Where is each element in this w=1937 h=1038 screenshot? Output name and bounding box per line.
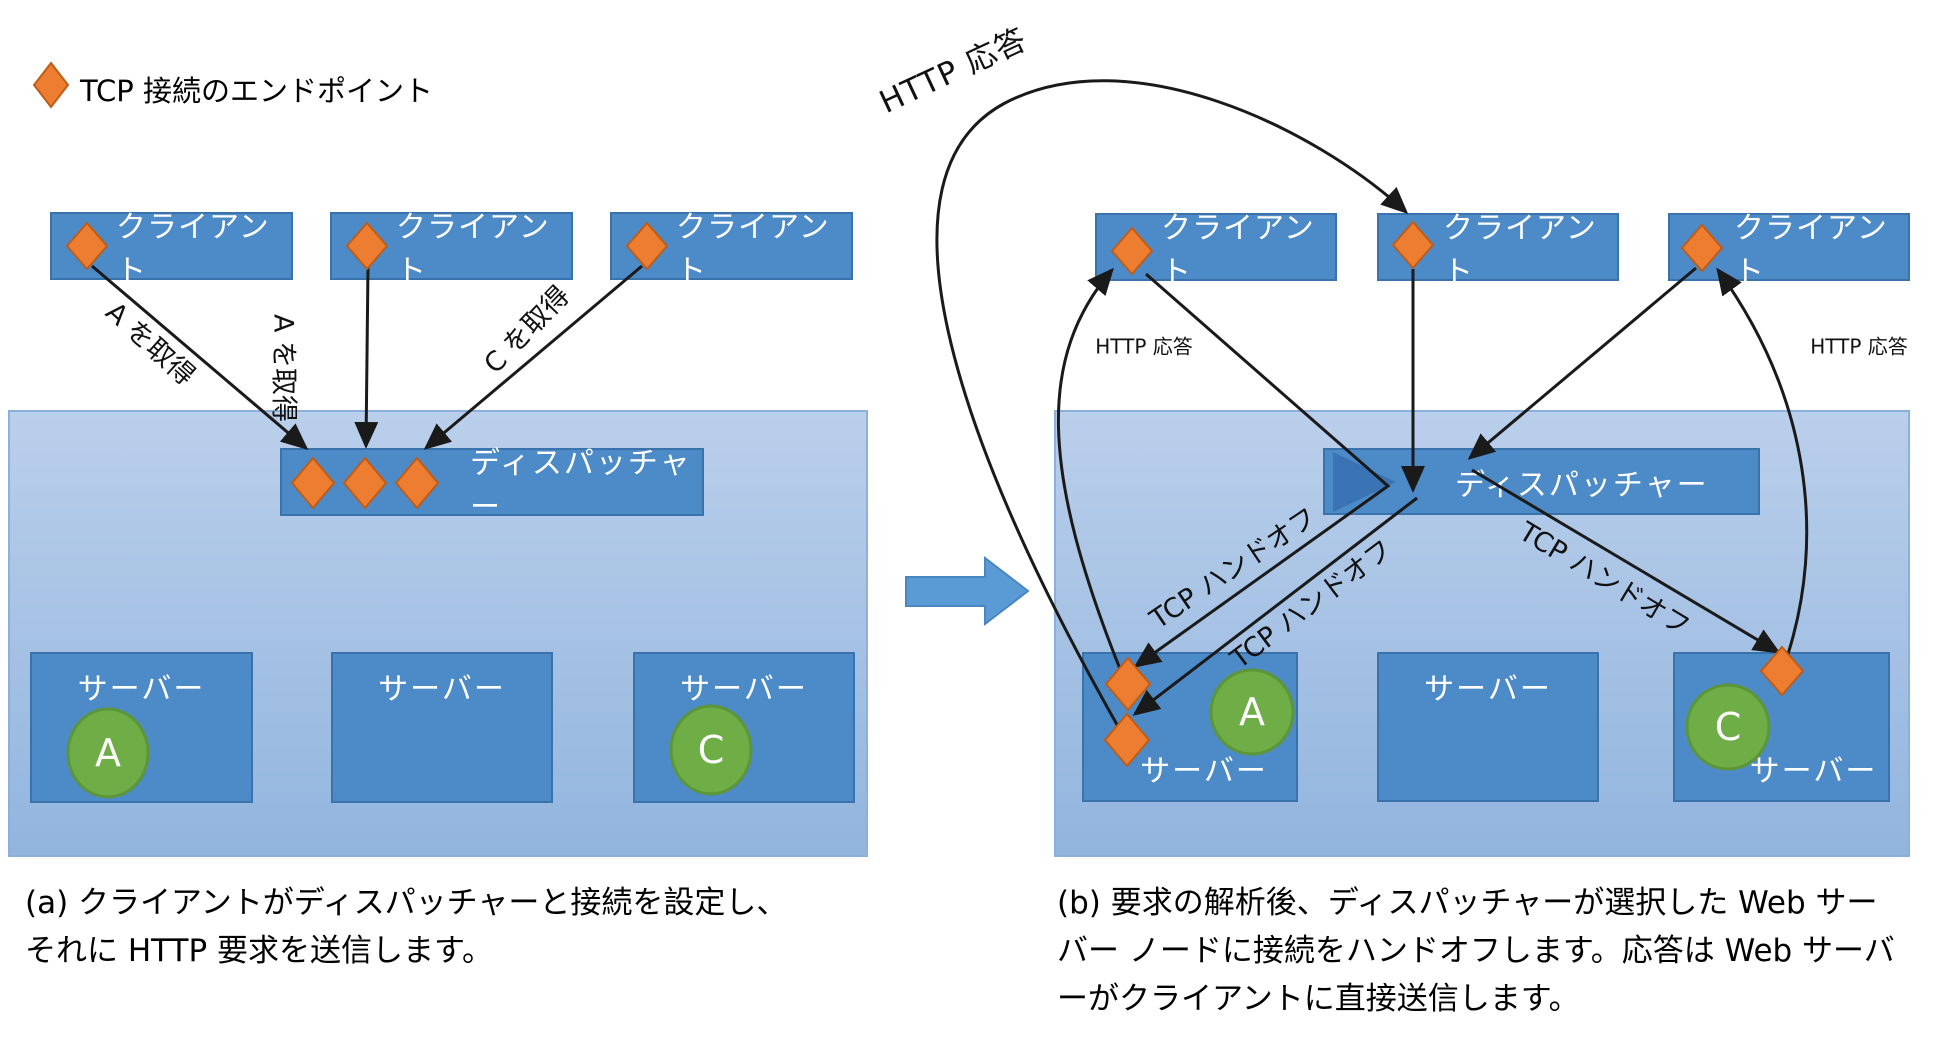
server-label: サーバー	[680, 672, 808, 707]
caption-a-line2: それに HTTP 要求を送信します。	[25, 933, 493, 969]
dispatcher-label: ディスパッチャー	[1455, 467, 1709, 503]
server-box-a3: サーバー	[633, 652, 855, 803]
client-box-a3: クライアント	[610, 210, 853, 289]
label-http-response-left: HTTP 応答	[1095, 334, 1193, 359]
client-label: クライアント	[396, 210, 550, 289]
server-label: サーバー	[1749, 754, 1878, 789]
client-box-a2: クライアント	[330, 210, 573, 289]
client-label: クライアント	[116, 210, 270, 289]
client-label: クライアント	[1734, 211, 1888, 290]
caption-b-line1: (b) 要求の解析後、ディスパッチャーが選択した Web サー	[1057, 885, 1878, 921]
tcp-endpoint-icon-legend	[32, 61, 70, 109]
server-label: サーバー	[378, 672, 506, 707]
caption-b-line2: バー ノードに接続をハンドオフします。応答は Web サーバ	[1057, 933, 1895, 969]
caption-b-line3: ーがクライアントに直接送信します。	[1057, 981, 1580, 1017]
client-label: クライアント	[1161, 211, 1315, 290]
dispatcher-box-a: ディスパッチャー	[280, 446, 704, 525]
client-box-a1: クライアント	[50, 210, 293, 289]
client-box-b1: クライアント	[1095, 211, 1337, 290]
transition-arrow-icon	[905, 555, 1030, 627]
client-box-b2: クライアント	[1377, 211, 1619, 290]
server-box-b1: サーバー	[1082, 652, 1298, 802]
caption-b: (b) 要求の解析後、ディスパッチャーが選択した Web サー バー ノードに接…	[1057, 879, 1895, 1023]
server-label: サーバー	[77, 672, 206, 707]
server-label: サーバー	[1140, 754, 1268, 789]
label-get-c: C を取得	[478, 280, 576, 380]
server-box-a2: サーバー	[331, 652, 553, 803]
server-label: サーバー	[1424, 672, 1552, 707]
label-http-response-right: HTTP 応答	[1810, 334, 1908, 359]
dispatcher-label: ディスパッチャー	[470, 446, 692, 525]
server-box-b2: サーバー	[1377, 652, 1599, 802]
legend-endpoint-label: TCP 接続のエンドポイント	[80, 74, 433, 108]
dispatcher-box-b: ディスパッチャー	[1323, 448, 1760, 515]
client-label: クライアント	[676, 210, 830, 289]
caption-a-line1: (a) クライアントがディスパッチャーと接続を設定し、	[25, 885, 788, 921]
caption-a: (a) クライアントがディスパッチャーと接続を設定し、 それに HTTP 要求を…	[25, 879, 787, 975]
label-get-a-1: A を取得	[99, 296, 201, 392]
label-http-response-top: HTTP 応答	[874, 21, 1033, 121]
client-label: クライアント	[1443, 211, 1597, 290]
client-box-b3: クライアント	[1668, 211, 1910, 290]
server-box-b3: サーバー	[1673, 652, 1890, 802]
server-box-a1: サーバー	[30, 652, 253, 803]
label-get-a-2: A を取得	[267, 313, 299, 423]
